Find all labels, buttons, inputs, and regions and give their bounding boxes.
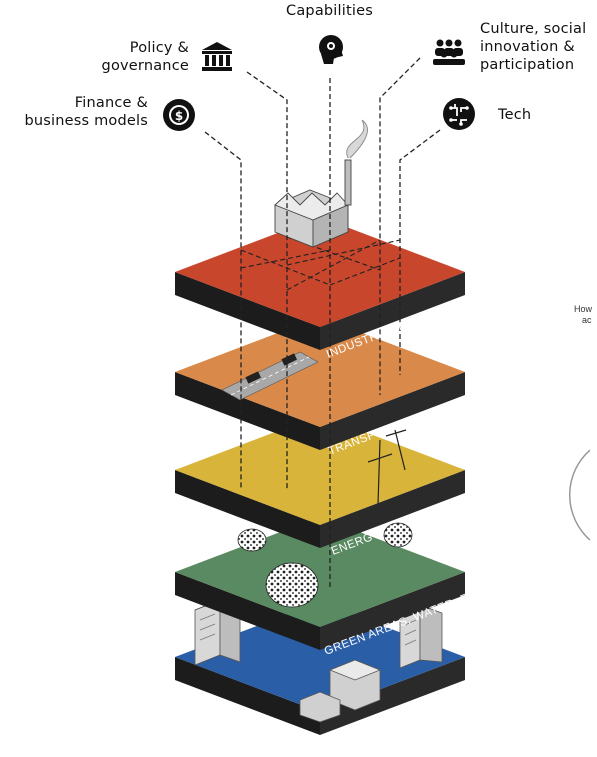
power-pole <box>367 429 407 506</box>
layer-industrial <box>175 217 465 350</box>
finance-line2: business models <box>24 113 148 129</box>
finance-label: Finance & business models <box>4 94 148 130</box>
side-fragment-line2: ac <box>582 315 592 325</box>
policy-line2: governance <box>101 58 189 74</box>
capabilities-label: Capabilities <box>286 3 373 19</box>
culture-line2: innovation & <box>480 39 575 55</box>
layer-transport <box>175 317 465 450</box>
side-fragment-line1: How <box>574 304 593 314</box>
people-group-icon <box>433 39 465 65</box>
policy-label: Policy & governance <box>80 39 189 75</box>
circuit-chip-icon <box>443 98 475 130</box>
finance-line1: Finance & <box>74 95 148 111</box>
culture-line1: Culture, social <box>480 21 587 37</box>
brain-gear-icon <box>319 35 343 64</box>
government-building-icon <box>202 42 232 71</box>
partial-circle-arc <box>568 449 591 541</box>
factory <box>274 119 368 248</box>
trees <box>237 522 413 608</box>
side-fragment: How ac <box>574 304 597 326</box>
culture-line3: participation <box>480 57 575 73</box>
money-cycle-icon: $ <box>163 99 195 131</box>
svg-text:$: $ <box>175 109 183 123</box>
tech-label: Tech <box>498 107 532 123</box>
road <box>221 351 319 401</box>
layer-housing <box>175 602 465 735</box>
layer-energy <box>175 415 465 548</box>
policy-line1: Policy & <box>129 40 189 56</box>
connector-lines <box>204 57 441 590</box>
culture-label: Culture, social innovation & participati… <box>480 20 597 74</box>
